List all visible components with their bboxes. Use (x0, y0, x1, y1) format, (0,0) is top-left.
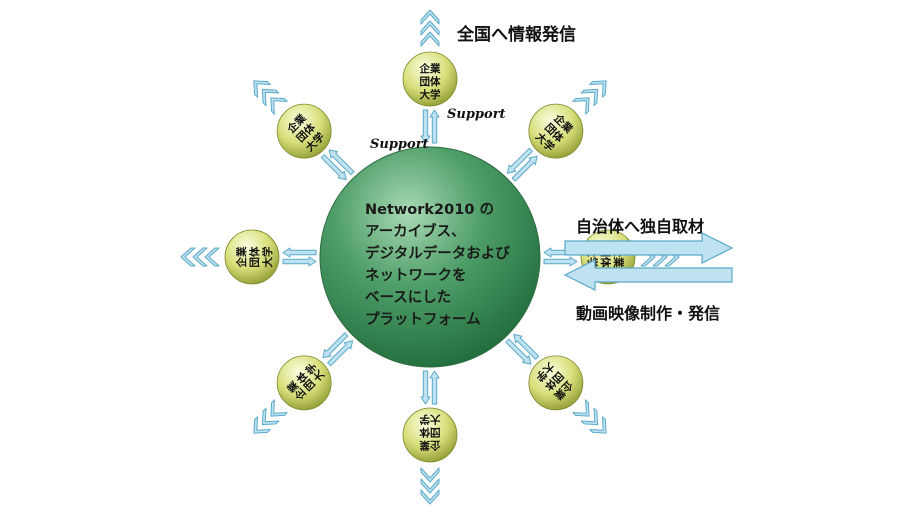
connector-arrow-icon (320, 154, 347, 181)
production-label: 動画映像制作・発信 (576, 304, 721, 323)
satellite-layer: 企業団体大学企業団体大学企業団体大学企業団体大学企業団体大学企業団体大学企業団体… (224, 51, 636, 463)
satellite-label: 大学 (261, 246, 274, 267)
satellite-circle (276, 103, 332, 159)
connector-arrow-icon (327, 340, 354, 367)
platform-hub (319, 146, 541, 368)
outward-chevron-icon (253, 416, 271, 434)
connector-arrow-icon (282, 256, 317, 267)
hub-line: デジタルデータおよび (365, 244, 510, 262)
outward-chevron-icon (420, 20, 440, 36)
hub-line: ネットワークを (365, 267, 467, 284)
outward-chevron-icon (420, 9, 440, 25)
connector-arrow-icon (420, 109, 431, 144)
outward-chevron-icon (572, 399, 590, 417)
connector-arrow-icon (429, 370, 440, 405)
satellite-label: 団体 (420, 75, 441, 88)
satellite-circle (528, 103, 584, 159)
left-arrow-icon (563, 259, 733, 291)
hub-line: ベースにした (365, 289, 451, 306)
outward-chevron-icon (192, 247, 208, 267)
satellite-circle (276, 355, 332, 411)
outward-chevron-icon (270, 399, 288, 417)
outward-chevron-icon (580, 407, 599, 426)
connector-arrow-icon (505, 338, 532, 365)
outward-chevron-icon (580, 88, 599, 107)
outward-chevron-icon (261, 88, 280, 107)
outward-chevron-icon (180, 247, 196, 267)
satellite-circle (224, 229, 280, 285)
outward-chevron-icon (261, 407, 280, 426)
outward-chevron-icon (589, 80, 607, 98)
outward-chevron-icon (420, 31, 440, 47)
satellite-label: 団体 (248, 246, 261, 267)
satellite-label-group: 企業団体大学 (235, 246, 274, 268)
connector-arrow-icon (506, 147, 533, 174)
satellite-circle (528, 355, 584, 411)
outward-chevron-icon (420, 478, 440, 494)
connector-arrow-icon (322, 332, 349, 359)
outward-chevron-icon (253, 80, 271, 98)
connector-arrow-icon (429, 109, 440, 144)
outward-chevron-icon (420, 489, 440, 505)
right-arrow-icon (564, 232, 734, 264)
satellite-label: 企業 (419, 439, 441, 452)
support-label: Support (370, 137, 429, 152)
connector-arrow-icon (282, 247, 317, 258)
satellite-label: 企業 (419, 62, 441, 75)
hub-line: プラットフォーム (365, 311, 481, 328)
outward-chevron-icon (204, 247, 220, 267)
satellite-circle (402, 51, 458, 107)
satellite-label: 企業 (235, 246, 248, 268)
hub-line: アーカイブス、 (365, 222, 466, 240)
outward-chevron-icon (589, 416, 607, 434)
hub-text: Network2010 の アーカイブス、 デジタルデータおよび ネットワークを… (365, 199, 515, 328)
connector-arrow-icon (511, 155, 538, 182)
hub-line: Network2010 の (365, 202, 494, 218)
support-label: Support (447, 107, 506, 122)
satellite-circle (402, 407, 458, 463)
interview-label: 自治体へ独自取材 (576, 217, 705, 236)
satellite-label: 大学 (419, 413, 440, 426)
outward-chevron-icon (420, 467, 440, 483)
connector-arrow-icon (543, 256, 578, 267)
connector-arrow-icon (513, 333, 540, 360)
outward-chevron-icon (270, 97, 288, 115)
satellite-label: 大学 (420, 88, 441, 101)
satellite-node: 企業団体大学 (224, 229, 280, 285)
connector-layer (282, 109, 578, 405)
satellite-label: 団体 (419, 426, 440, 439)
outward-chevron-icon (572, 97, 590, 115)
connector-arrow-icon (420, 370, 431, 405)
connector-arrow-icon (328, 149, 355, 176)
header-label: 全国へ情報発信 (457, 25, 576, 45)
